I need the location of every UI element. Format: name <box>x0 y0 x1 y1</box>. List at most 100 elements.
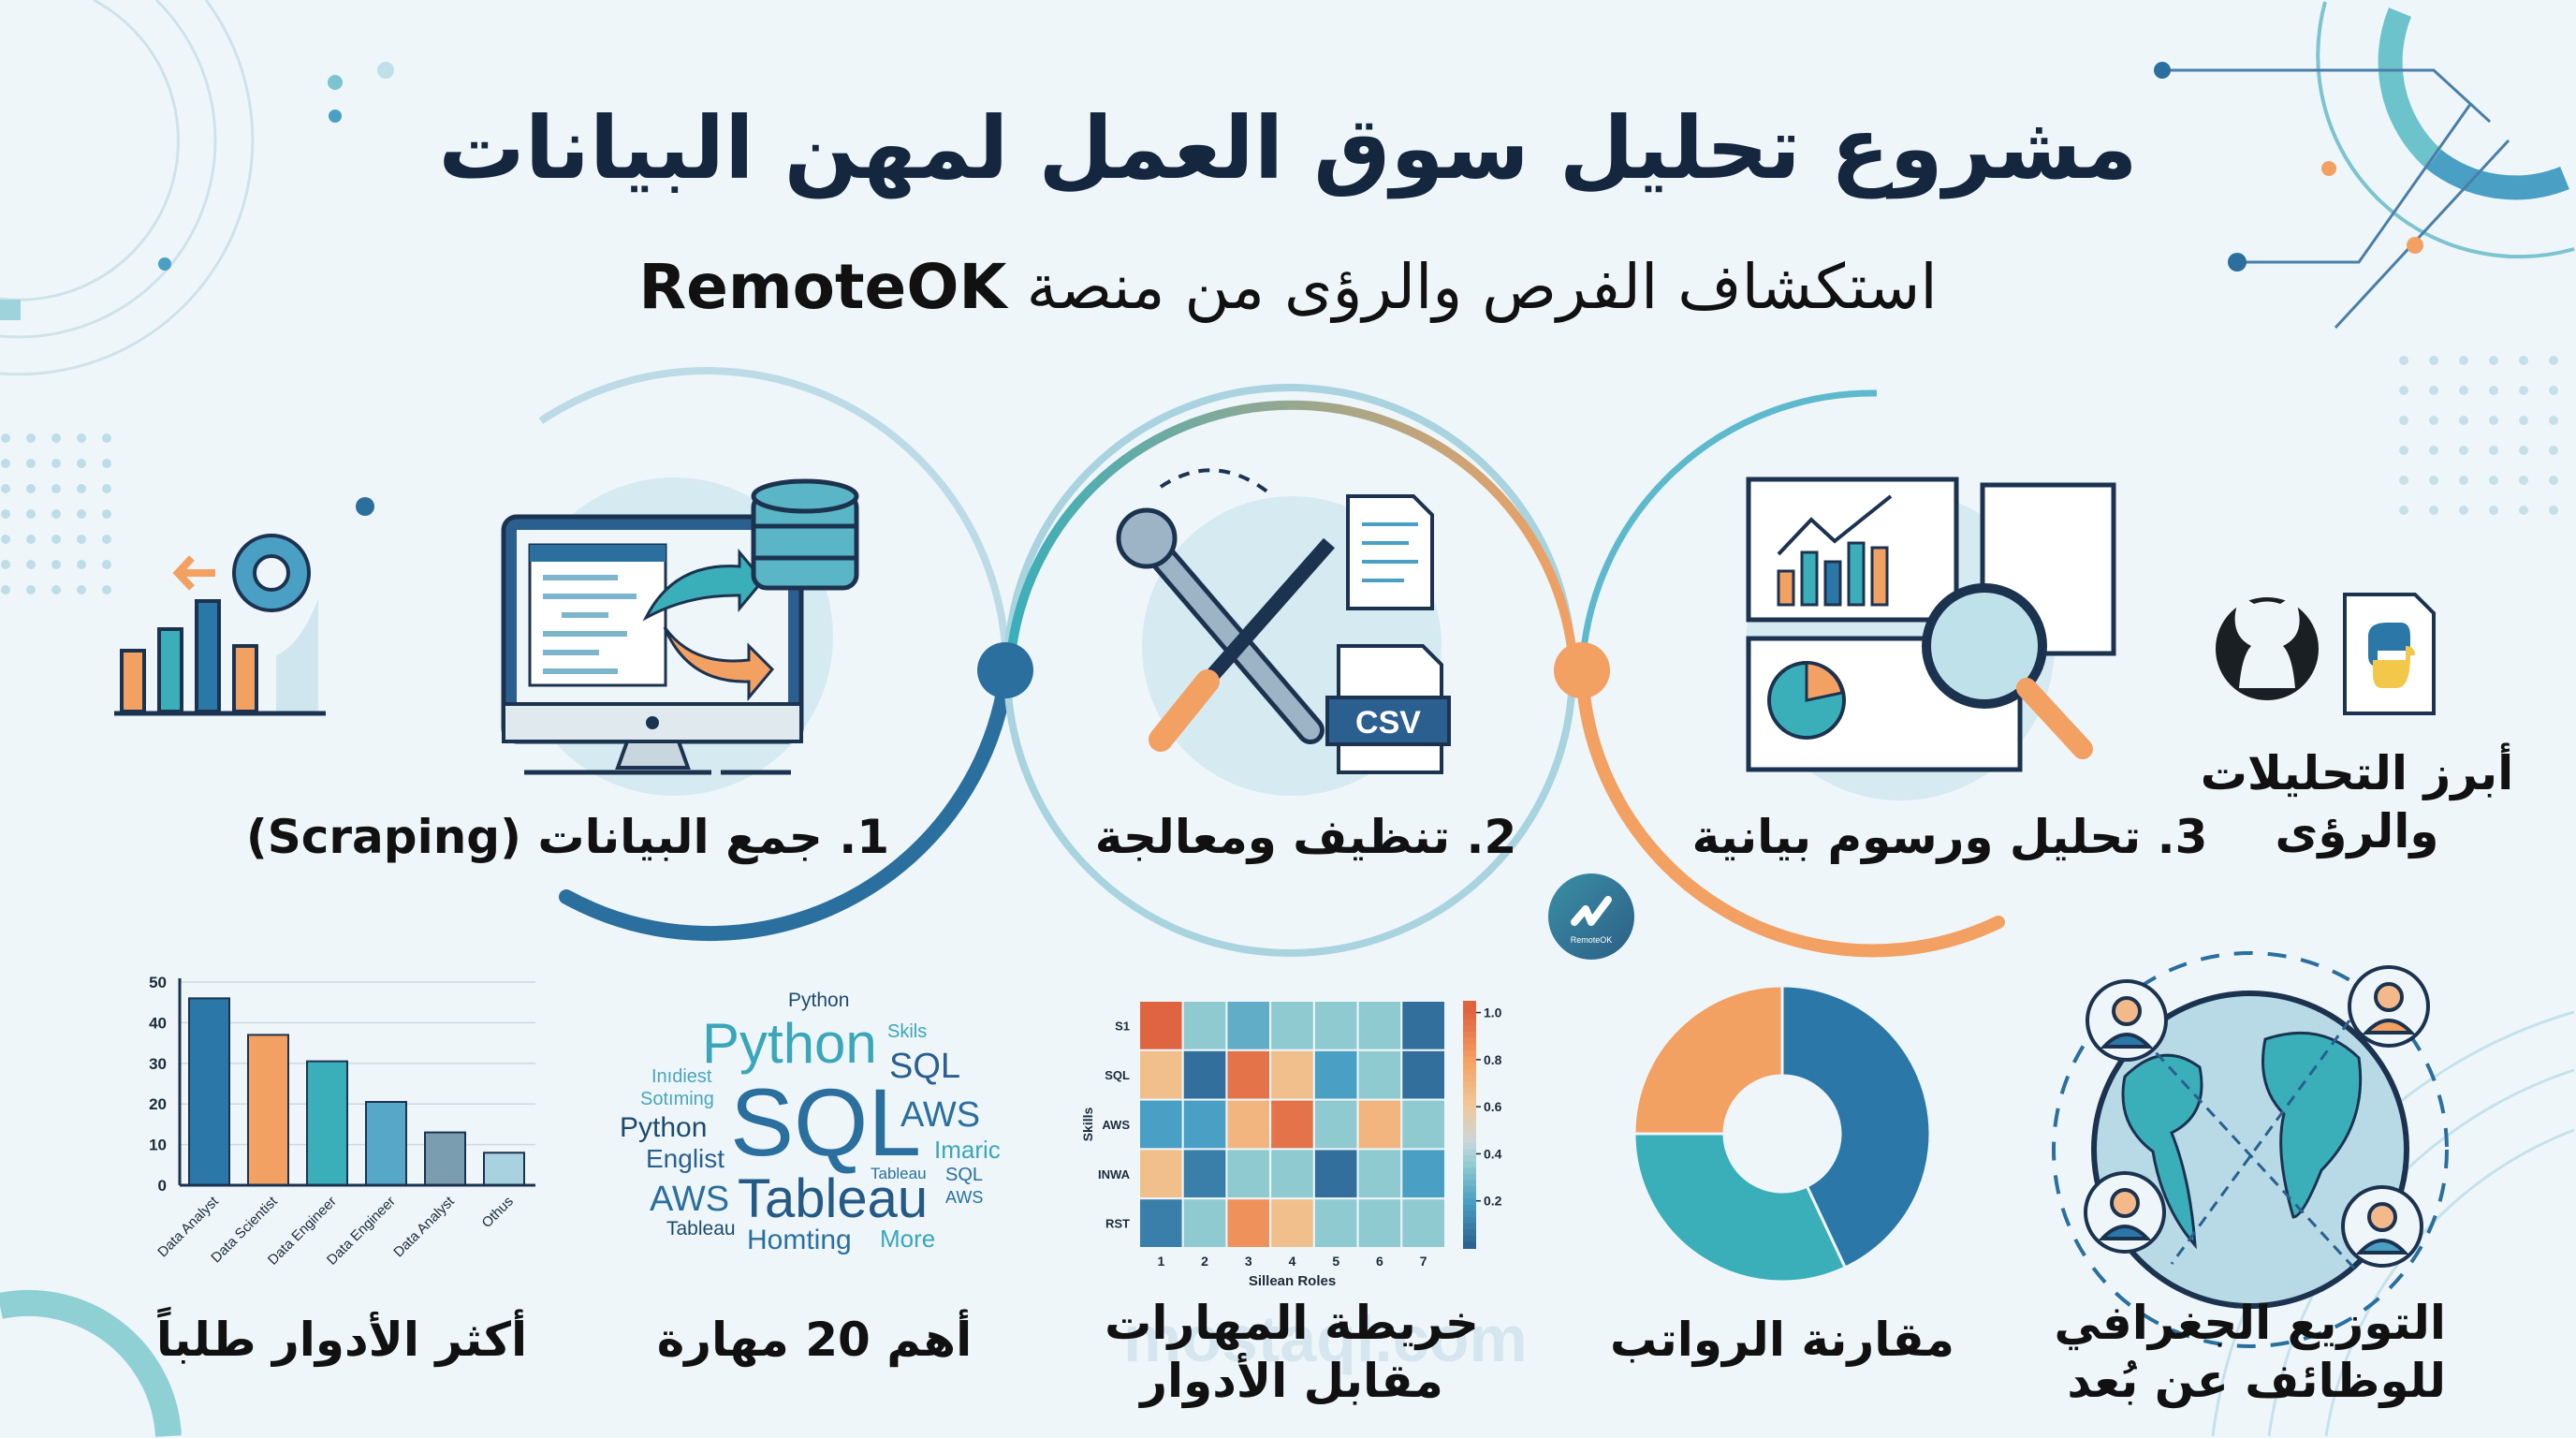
dot <box>2519 416 2528 425</box>
y-tick-label: 10 <box>149 1137 167 1154</box>
colorbar-segment <box>1463 1155 1476 1163</box>
colorbar-segment <box>1463 1006 1476 1015</box>
colorbar-segment <box>1463 1186 1476 1194</box>
step-3-progress-arc <box>1575 664 2005 958</box>
step-3-label: 3. تحليل ورسوم بيانية <box>1691 810 2208 864</box>
dot <box>2459 506 2468 515</box>
dot <box>51 560 61 569</box>
dot <box>1 585 10 594</box>
heatmap-label-line-2: مقابل الأدوار <box>1140 1354 1443 1408</box>
heatmap-cell <box>1356 1049 1403 1101</box>
column-label: 3 <box>1245 1254 1252 1269</box>
donut-slice <box>1632 1132 1848 1284</box>
colorbar-segment <box>1463 1173 1476 1181</box>
donut-slice <box>1780 984 1932 1269</box>
heatmap-label-line-1: خريطة المهارات <box>1105 1296 1479 1350</box>
dot <box>2549 506 2558 515</box>
word: Python <box>788 990 850 1011</box>
dot <box>51 433 61 443</box>
dot <box>2549 446 2558 455</box>
connector-dot-blue <box>977 642 1033 698</box>
dot <box>2459 386 2468 395</box>
dot <box>2429 506 2438 515</box>
word: SQL <box>889 1047 961 1086</box>
dot <box>26 484 36 493</box>
colorbar-segment <box>1463 1087 1476 1094</box>
dot <box>2489 356 2498 365</box>
column-label: 7 <box>1420 1254 1427 1269</box>
dot <box>2519 356 2528 365</box>
heatmap-cell <box>1138 1000 1184 1051</box>
dot-grid-left <box>1 433 111 594</box>
step-1-progress-arc <box>559 685 1011 942</box>
colorbar-segment <box>1463 1049 1476 1058</box>
colorbar-segment <box>1463 1198 1476 1206</box>
heatmap-cell <box>1312 1098 1359 1151</box>
word: Inıdiest <box>651 1066 712 1087</box>
row-label: INWA <box>1098 1167 1131 1181</box>
page-subtitle: استكشاف الفرص والرؤى من منصة RemoteOK <box>0 251 2576 323</box>
colorbar-segment <box>1463 1161 1476 1169</box>
circuit-lines-top-right <box>2162 68 2510 330</box>
github-icon <box>2216 594 2319 700</box>
heatmap-cell <box>1400 1098 1447 1151</box>
dot <box>2519 446 2528 455</box>
dot <box>2429 416 2438 425</box>
dot <box>2489 386 2498 395</box>
x-tick-label: Othus <box>479 1194 517 1231</box>
colorbar-tick-label: 0.8 <box>1484 1052 1502 1067</box>
heatmap-cell <box>1356 1148 1403 1200</box>
skills-wordcloud: Python Python Skils SQL Inıdiest Sotımin… <box>599 974 1020 1273</box>
dot <box>77 459 86 468</box>
dot <box>102 560 111 569</box>
heatmap-cell <box>1400 1197 1447 1249</box>
watermark: mostaql.com <box>1123 1302 1528 1375</box>
word: Tableau <box>738 1168 929 1229</box>
dot <box>26 509 36 519</box>
heatmap-cell <box>1225 1148 1272 1200</box>
heatmap-cell <box>1138 1197 1184 1249</box>
colorbar-segment <box>1463 1223 1476 1231</box>
subtitle-text: استكشاف الفرص والرؤى من منصة <box>1026 251 1938 323</box>
dot <box>1 484 10 493</box>
word: Sotıming <box>640 1089 714 1109</box>
row-label: AWS <box>1102 1118 1130 1132</box>
dot <box>2429 476 2438 485</box>
dot <box>2399 476 2408 485</box>
heatmap-cell <box>1181 1049 1228 1101</box>
wrench-screwdriver-csv-icon <box>1116 468 1451 796</box>
colorbar-segment <box>1463 1099 1476 1108</box>
salaries-label: مقارنة الرواتب <box>1610 1313 1954 1367</box>
colorbar-segment <box>1463 1137 1476 1144</box>
word: Tableau <box>666 1218 736 1240</box>
remoteok-logo: RemoteOK <box>1548 873 1634 960</box>
step-2-label: 2. تنظيف ومعالجة <box>1094 810 1517 864</box>
colorbar-segment <box>1463 1068 1476 1077</box>
word: SQL <box>945 1165 984 1185</box>
heatmap-cell <box>1269 1197 1315 1249</box>
dot <box>102 535 111 544</box>
colorbar-tick-label: 0.2 <box>1484 1194 1502 1209</box>
roles-label: أكثر الأدوار طلباً <box>155 1313 528 1367</box>
charts-magnifier-icon <box>1746 477 2116 800</box>
y-axis-title: Skills <box>1080 1108 1095 1142</box>
dot <box>102 433 111 443</box>
heatmap-cell <box>1312 1148 1359 1200</box>
dot <box>102 459 111 468</box>
dot <box>77 585 86 594</box>
heatmap-cell <box>1138 1049 1184 1101</box>
colorbar-segment <box>1463 1211 1476 1218</box>
colorbar-segment <box>1463 1118 1476 1125</box>
x-axis-title: Sillean Roles <box>1249 1273 1336 1289</box>
word: AWS <box>650 1180 730 1219</box>
dot <box>2549 386 2558 395</box>
dot <box>77 560 86 569</box>
dot <box>51 509 61 519</box>
word: Python <box>620 1112 708 1143</box>
heatmap-cell <box>1356 1000 1403 1051</box>
y-tick-label: 40 <box>149 1014 167 1032</box>
colorbar-tick-label: 0.6 <box>1484 1099 1502 1114</box>
dot <box>2459 446 2468 455</box>
word: Englist <box>646 1144 725 1173</box>
